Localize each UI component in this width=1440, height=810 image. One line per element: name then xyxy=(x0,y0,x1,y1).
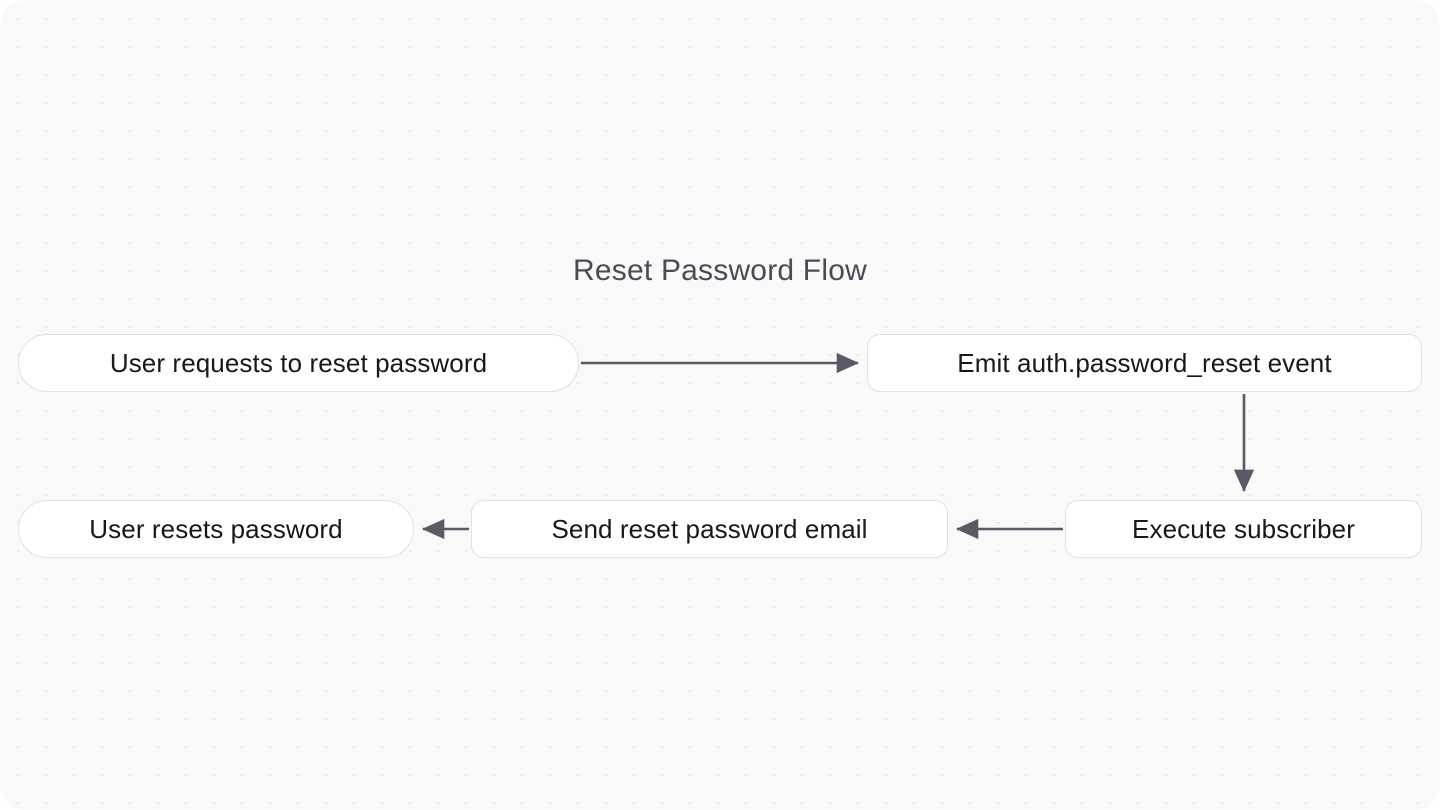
flow-node-user-requests-reset[interactable]: User requests to reset password xyxy=(18,334,579,392)
flow-node-send-reset-email[interactable]: Send reset password email xyxy=(471,500,948,558)
flow-node-execute-subscriber[interactable]: Execute subscriber xyxy=(1065,500,1422,558)
flow-node-emit-event[interactable]: Emit auth.password_reset event xyxy=(867,334,1422,392)
flow-node-user-resets-password[interactable]: User resets password xyxy=(18,500,414,558)
page-title: Reset Password Flow xyxy=(573,254,867,287)
